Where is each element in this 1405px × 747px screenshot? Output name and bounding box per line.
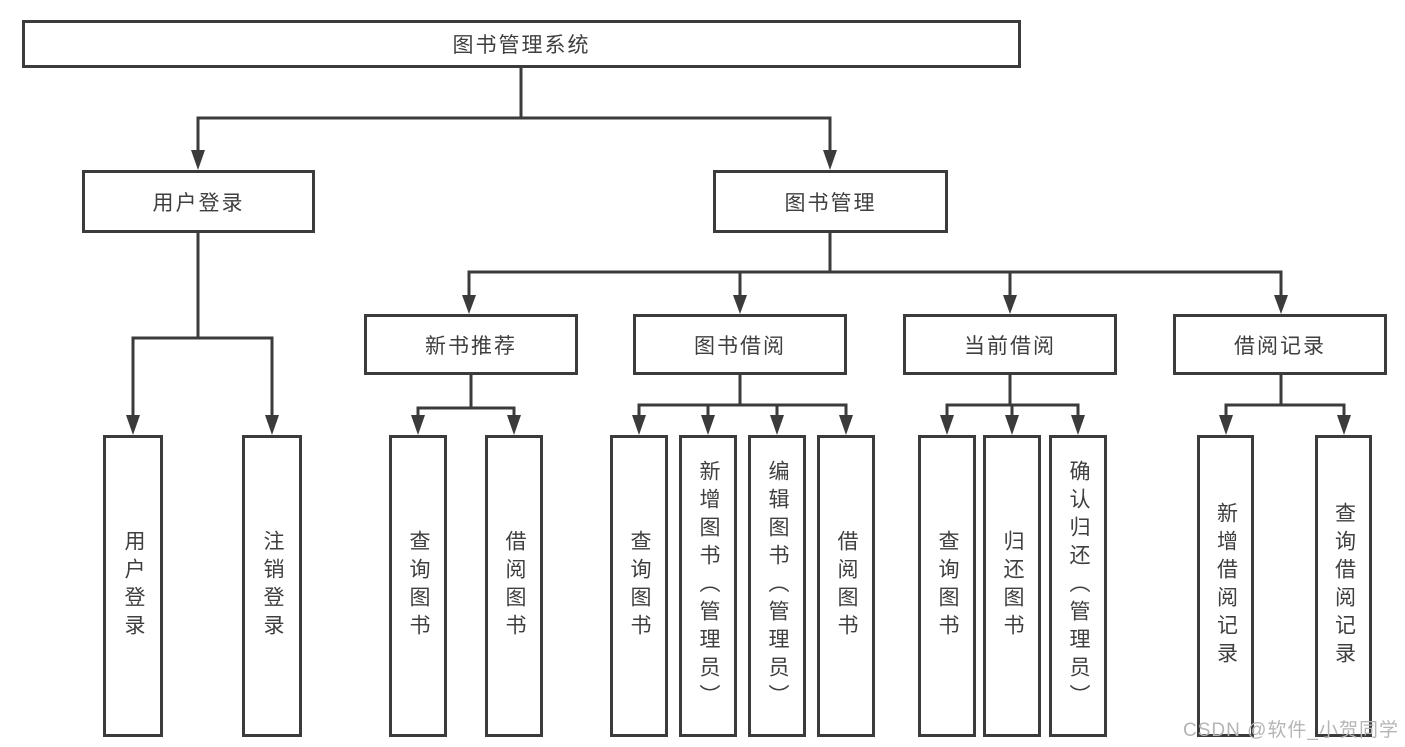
- node-borrow-query-books: 查询图书: [610, 435, 668, 737]
- node-book-management: 图书管理: [713, 170, 948, 233]
- node-borrow-add-books-admin: 新增图书（管理员）: [679, 435, 737, 737]
- node-borrow-borrow-books: 借阅图书: [817, 435, 875, 737]
- node-user-login-group: 用户登录: [82, 170, 315, 233]
- node-borrow-edit-books-admin: 编辑图书（管理员）: [748, 435, 806, 737]
- node-current-query-books: 查询图书: [918, 435, 976, 737]
- node-rec-query-books: 查询图书: [389, 435, 447, 737]
- node-rec-borrow-books: 借阅图书: [485, 435, 543, 737]
- node-records-add: 新增借阅记录: [1197, 435, 1254, 737]
- node-current-return-books: 归还图书: [983, 435, 1041, 737]
- csdn-watermark: CSDN @软件_小贺同学: [1183, 720, 1399, 741]
- node-user-login: 用户登录: [103, 435, 163, 737]
- node-new-book-recommendation: 新书推荐: [364, 314, 578, 375]
- node-root: 图书管理系统: [22, 20, 1021, 68]
- node-logout: 注销登录: [242, 435, 302, 737]
- node-current-borrowing: 当前借阅: [903, 314, 1117, 375]
- node-records-query: 查询借阅记录: [1315, 435, 1372, 737]
- node-book-borrowing: 图书借阅: [633, 314, 847, 375]
- node-current-confirm-return-admin: 确认归还（管理员）: [1049, 435, 1107, 737]
- node-borrowing-records: 借阅记录: [1173, 314, 1387, 375]
